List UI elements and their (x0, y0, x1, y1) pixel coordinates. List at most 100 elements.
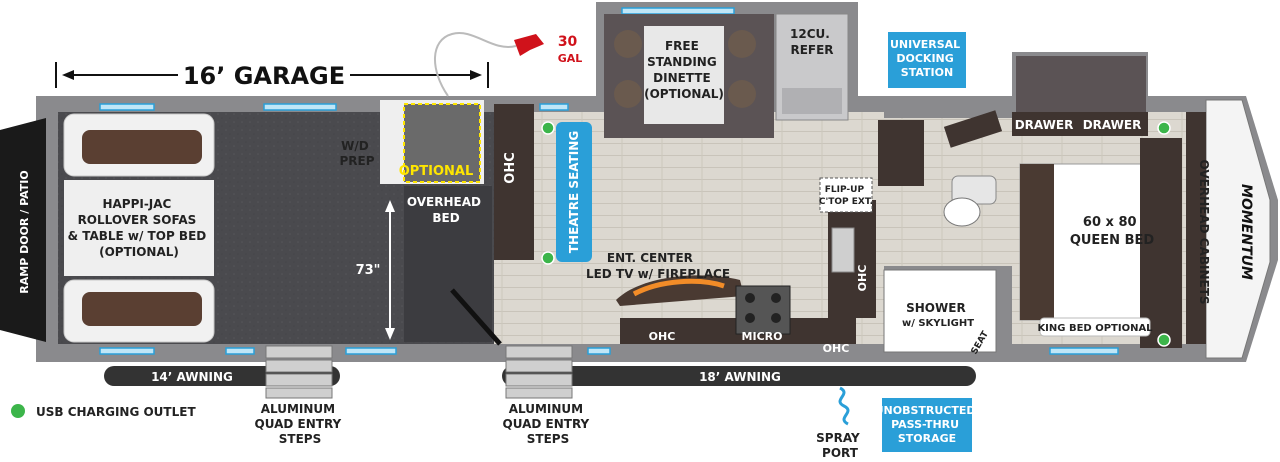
flip-up-text: FLIP-UP C'TOP EXT. (819, 185, 873, 207)
spray-port-line-1: SPRAY (816, 431, 860, 445)
garage-title: 16’ GARAGE (183, 62, 345, 90)
overhead-cabinets-label: OVERHEAD CABINETS (1197, 159, 1211, 304)
wd-optional-box (403, 103, 481, 183)
steps-left-line-3: STEPS (279, 432, 321, 446)
queen-bed (1019, 138, 1182, 348)
ent-center-text: ENT. CENTER LED TV w/ FIREPLACE (586, 251, 730, 281)
sofas-line-2: ROLLOVER SOFAS (78, 213, 197, 227)
overhead-cabinets (1186, 112, 1206, 344)
ohc-label-2: OHC (823, 342, 850, 355)
garage-dimension (55, 62, 489, 88)
ramp-door-label: RAMP DOOR / PATIO (18, 170, 31, 293)
steps-left-line-2: QUAD ENTRY (255, 417, 342, 431)
living-floor (494, 112, 884, 344)
happi-jac-sofas (63, 113, 215, 343)
storage-line-2: PASS-THRU (891, 418, 959, 431)
steps-right-text: ALUMINUM QUAD ENTRY STEPS (503, 402, 594, 446)
flip-up-line-2: C'TOP EXT. (819, 197, 873, 207)
spray-port-text: SPRAY PORT (816, 431, 864, 460)
refer-line-2: REFER (790, 43, 833, 57)
docking-line-1: UNIVERSAL (890, 38, 960, 51)
spray-port-icon (838, 386, 850, 426)
docking-text: UNIVERSAL DOCKING STATION (890, 38, 964, 79)
wd-line-1: W/D (341, 139, 369, 153)
docking-station-badge (888, 32, 966, 88)
wardrobe-left (878, 120, 924, 186)
toilet-bowl (943, 197, 981, 227)
shower-line-1: SHOWER (906, 301, 966, 315)
storage-line-1: UNOBSTRUCTED (875, 404, 976, 417)
refer-line-1: 12CU. (790, 27, 830, 41)
bed-line-1: 60 x 80 (1083, 215, 1137, 230)
stove (735, 285, 791, 335)
theatre-seating-label: THEATRE SEATING (567, 131, 581, 253)
height-dimension (385, 200, 395, 340)
drawer-2-label: DRAWER (1083, 118, 1142, 132)
overhead-bed-line-2: BED (432, 211, 459, 225)
storage-text: UNOBSTRUCTED PASS-THRU STORAGE (875, 404, 980, 445)
bed-text: 60 x 80 QUEEN BED (1070, 215, 1155, 248)
wd-prep-text: W/D PREP (339, 139, 374, 168)
fireplace-flame (632, 278, 725, 297)
fuel-line-2: GAL (558, 52, 583, 65)
sofas-line-3: & TABLE w/ TOP BED (68, 229, 207, 243)
refer-text: 12CU. REFER (790, 27, 834, 57)
bed-line-2: QUEEN BED (1070, 233, 1155, 248)
usb-outlet-icon (1157, 333, 1171, 347)
sink (831, 227, 855, 273)
usb-outlets (541, 121, 1171, 347)
garage-door (450, 288, 502, 346)
dinette-slide (604, 14, 774, 138)
dinette-text: FREE STANDING DINETTE (OPTIONAL) (644, 39, 724, 101)
wd-line-2: PREP (339, 154, 374, 168)
shower (883, 269, 997, 353)
theatre-seating (556, 122, 592, 262)
shower-text: SHOWER w/ SKYLIGHT (902, 301, 974, 329)
flip-up-line-1: FLIP-UP (825, 185, 865, 195)
shower-line-2: w/ SKYLIGHT (902, 318, 974, 329)
sofas-text: HAPPI-JAC ROLLOVER SOFAS & TABLE w/ TOP … (68, 197, 211, 259)
king-bed-optional-tag (1039, 317, 1151, 337)
spray-port-line-2: PORT (822, 446, 859, 460)
micro-label: MICRO (742, 330, 783, 343)
ent-center-line-1: ENT. CENTER (607, 251, 693, 265)
usb-legend-label: USB CHARGING OUTLET (36, 405, 196, 419)
steps-right-line-1: ALUMINUM (509, 402, 583, 416)
pass-thru-storage-badge (882, 398, 972, 452)
usb-legend-icon (11, 404, 25, 418)
fuel-capacity: 30 GAL (558, 34, 583, 65)
ohc-label-1: OHC (649, 330, 676, 343)
steps-left-line-1: ALUMINUM (261, 402, 335, 416)
flip-up-countertop (819, 177, 873, 213)
entry-steps-right (505, 345, 573, 399)
ent-center-line-2: LED TV w/ FIREPLACE (586, 267, 730, 281)
ohc-cabinet-garage (494, 104, 534, 260)
usb-outlet-icon (541, 121, 555, 135)
drawer-1-label: DRAWER (1015, 118, 1074, 132)
sofas-line-1: HAPPI-JAC (102, 197, 171, 211)
usb-outlet-icon (541, 251, 555, 265)
awning-right (502, 366, 976, 386)
brand-logo: MOMENTUM (1238, 184, 1254, 280)
docking-line-2: DOCKING (896, 52, 953, 65)
entry-steps-left (265, 345, 333, 399)
wd-optional-label: OPTIONAL (399, 164, 474, 179)
steps-left-text: ALUMINUM QUAD ENTRY STEPS (255, 402, 346, 446)
awning-right-label: 18’ AWNING (699, 370, 781, 384)
dinette-line-1: FREE (665, 39, 699, 53)
ohc-garage-label: OHC (503, 152, 518, 183)
dinette-line-4: (OPTIONAL) (644, 87, 724, 101)
wardrobe-right (943, 110, 1003, 148)
awning-left-label: 14’ AWNING (151, 370, 233, 384)
drawer-unit (1012, 112, 1148, 136)
usb-outlet-icon (1157, 121, 1171, 135)
dinette-line-3: DINETTE (653, 71, 711, 85)
steps-right-line-2: QUAD ENTRY (503, 417, 590, 431)
sofas-line-4: (OPTIONAL) (99, 245, 179, 259)
fuel-line-1: 30 (558, 34, 578, 50)
height-label: 73" (356, 263, 381, 278)
ohc-vertical-label: OHC (856, 265, 869, 292)
overhead-bed-line-1: OVERHEAD (407, 195, 481, 209)
fuel-pump-icon (434, 32, 544, 97)
